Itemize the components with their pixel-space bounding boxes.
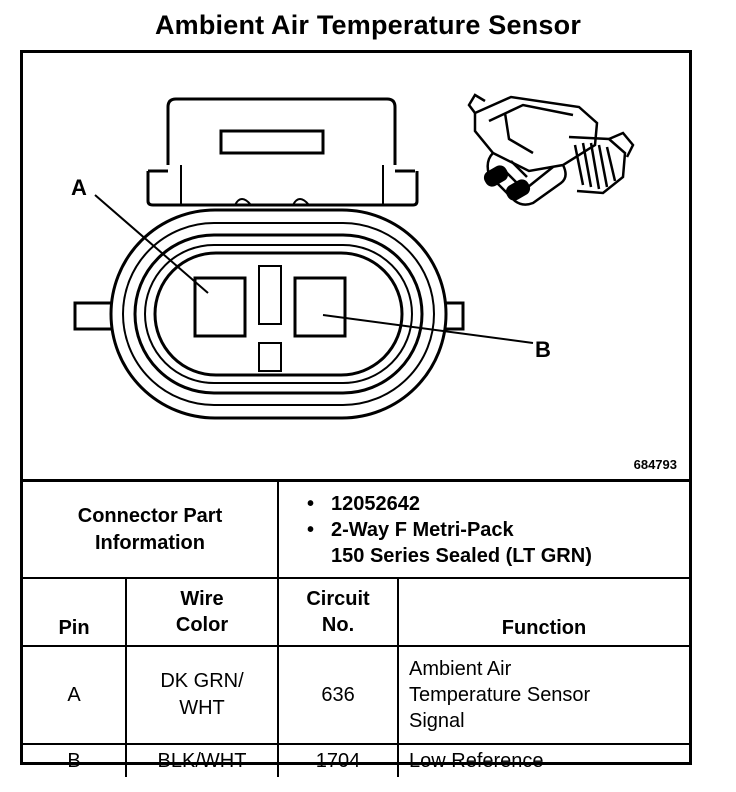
latch-window (219, 129, 325, 155)
connector-info-row: Connector Part Information 12052642 2-Wa… (23, 479, 690, 579)
callout-a-line (94, 194, 209, 294)
connector-info-label-cell: Connector Part Information (23, 479, 280, 579)
header-pin: Pin (23, 577, 127, 647)
wire-color-b: BLK/WHT (124, 743, 280, 777)
header-circuit: Circuit No. (277, 577, 400, 647)
seal-inner (153, 251, 404, 377)
pin-b: B (23, 743, 127, 777)
header-wire-color: Wire Color (124, 577, 280, 647)
function-a-line1: Ambient Air (409, 658, 512, 680)
part-number: 12052642 (307, 491, 689, 517)
pin-table: Connector Part Information 12052642 2-Wa… (23, 479, 690, 777)
header-pin-text: Pin (58, 617, 90, 639)
diagram-frame: A B 684793 Connector Part Information 12… (20, 50, 692, 777)
header-function: Function (397, 577, 690, 647)
connector-drawing (73, 93, 635, 420)
right-tab (446, 301, 465, 331)
connector-iso-sketch (467, 93, 635, 206)
function-a-line2: Temperature Sensor (409, 684, 591, 706)
header-function-text: Function (501, 617, 587, 639)
function-b: Low Reference (397, 743, 690, 777)
latch-housing (166, 97, 397, 165)
header-circuit-line1: Circuit (306, 588, 370, 610)
callout-a-label: A (71, 175, 87, 200)
callout-b-label: B (535, 337, 551, 362)
function-a: Ambient Air Temperature Sensor Signal (397, 645, 690, 745)
wire-color-a-line2: WHT (179, 697, 225, 719)
cavity-a (193, 276, 247, 338)
left-tab (73, 301, 111, 331)
outer-shell (109, 208, 448, 420)
header-circuit-line2: No. (321, 614, 355, 636)
table-header-row: Pin Wire Color Circuit No. Function (23, 577, 690, 647)
wire-color-a: DK GRN/ WHT (124, 645, 280, 745)
header-wire-line1: Wire (180, 588, 224, 610)
table-row: B BLK/WHT 1704 Low Reference (23, 743, 690, 777)
description-line2: 150 Series Sealed (LT GRN) (331, 544, 592, 567)
callout-b-line (322, 314, 534, 344)
circuit-b: 1704 (277, 743, 400, 777)
pin-a: A (23, 645, 127, 745)
connector-info-label: Connector Part Information (77, 504, 223, 554)
page-title: Ambient Air Temperature Sensor (154, 10, 582, 40)
connector-figure: A B 684793 (23, 53, 689, 478)
function-a-line3: Signal (409, 710, 465, 732)
connector-info-cell: 12052642 2-Way F Metri-Pack 150 Series S… (277, 479, 690, 579)
circuit-a: 636 (277, 645, 400, 745)
table-row: A DK GRN/ WHT 636 Ambient Air Temperatur… (23, 645, 690, 745)
key-top (258, 265, 282, 325)
figure-number: 684793 (633, 457, 677, 472)
key-bottom (258, 342, 282, 372)
cavity-b (293, 276, 347, 338)
description-line1: 2-Way F Metri-Pack (307, 517, 689, 543)
header-wire-line2: Color (175, 614, 229, 636)
wire-color-a-line1: DK GRN/ (160, 670, 244, 692)
